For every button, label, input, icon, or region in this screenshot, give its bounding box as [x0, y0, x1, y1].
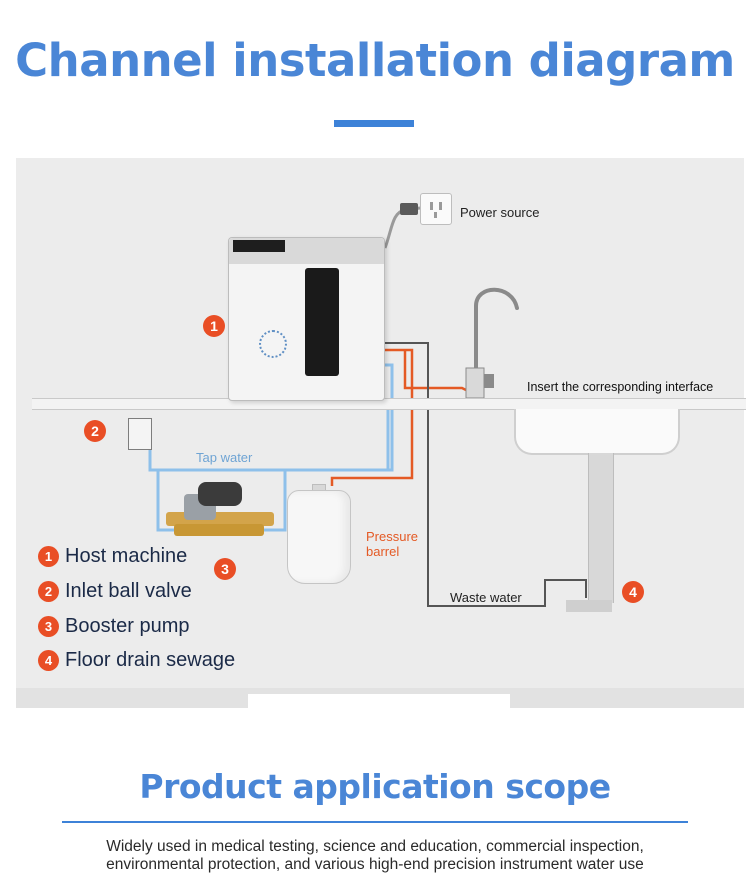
scope-description: Widely used in medical testing, science … [0, 838, 750, 874]
legend-number: 2 [38, 580, 59, 602]
faucet [474, 287, 519, 374]
marker-3: 3 [214, 558, 236, 580]
power-plug [400, 203, 418, 215]
marker-1: 1 [203, 315, 225, 337]
scope-description-line1: Widely used in medical testing, science … [106, 838, 644, 855]
faucet-handle [484, 374, 494, 388]
marker-4: 4 [622, 581, 644, 603]
scope-description-line2: environmental protection, and various hi… [106, 856, 644, 873]
marker-2: 2 [84, 420, 106, 442]
sink-basin [514, 409, 680, 455]
power-source-label: Power source [460, 205, 540, 220]
pressure-barrel [287, 490, 351, 584]
legend-number: 1 [38, 545, 59, 567]
legend-label: Inlet ball valve [65, 579, 192, 602]
inlet-ball-valve [128, 418, 152, 450]
title-underline [334, 120, 414, 127]
drain-pipe [588, 453, 614, 603]
scope-title: Product application scope [139, 767, 611, 806]
pressure-barrel-label-line2: barrel [366, 544, 400, 559]
legend-item-floor-drain-sewage: 4 Floor drain sewage [38, 647, 235, 673]
legend-item-host-machine: 1 Host machine [38, 543, 187, 569]
scope-divider [62, 821, 688, 823]
waste-water-pipe [383, 342, 587, 607]
host-machine [228, 237, 385, 401]
countertop [32, 398, 746, 410]
power-outlet-icon [420, 193, 452, 225]
tap-water-pipe [148, 363, 394, 532]
pump-fitting-lower [174, 524, 264, 536]
machine-display-panel [305, 268, 339, 376]
booster-pump-motor [198, 482, 242, 506]
page-title: Channel installation diagram [15, 34, 735, 87]
legend-item-booster-pump: 3 Booster pump [38, 613, 190, 639]
floor-gap [248, 694, 510, 708]
legend-number: 3 [38, 615, 59, 637]
legend-number: 4 [38, 649, 59, 671]
legend-label: Floor drain sewage [65, 648, 236, 671]
legend-label: Booster pump [65, 614, 190, 637]
faucet-base [465, 367, 485, 399]
machine-lid [233, 240, 285, 252]
floor-drain [566, 600, 612, 612]
interface-label: Insert the corresponding interface [527, 380, 714, 394]
tap-water-label: Tap water [196, 450, 253, 465]
waste-water-label: Waste water [450, 590, 522, 605]
machine-logo-icon [259, 330, 287, 358]
legend-item-inlet-ball-valve: 2 Inlet ball valve [38, 578, 192, 604]
pressure-barrel-label-line1: Pressure [366, 529, 419, 544]
legend-label: Host machine [65, 544, 188, 567]
